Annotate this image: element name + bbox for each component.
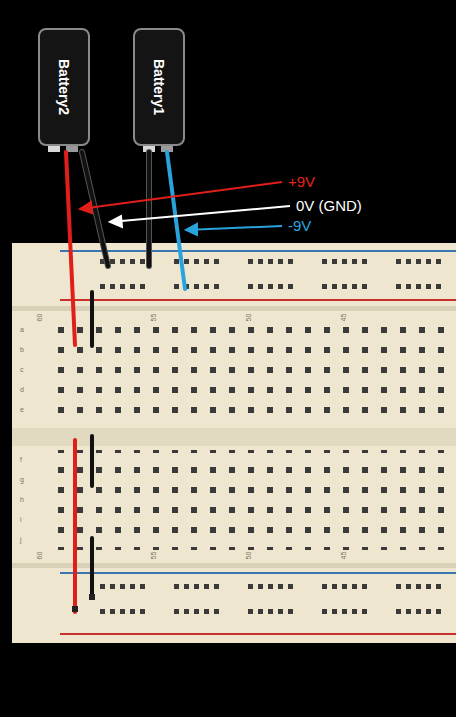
black-jumper [90,292,94,346]
battery-label: Battery2 [56,59,72,115]
column-number: 45 [340,552,347,560]
row-letter: g [20,476,24,483]
column-number: 60 [36,552,43,560]
row-letter: f [20,456,22,463]
board-groove [12,306,456,311]
voltage-label: 0V (GND) [296,198,362,213]
row-letter: d [20,386,24,393]
black-wire [147,152,151,266]
rail-line-blue [60,572,456,574]
column-number: 55 [150,314,157,322]
column-number: 50 [245,314,252,322]
red-wire [66,152,75,345]
row-letter: i [20,516,22,523]
arrowhead [110,216,122,227]
row-letter: e [20,406,24,413]
row-letter: h [20,496,24,503]
voltage-label: +9V [288,174,315,189]
battery-label: Battery1 [151,59,167,115]
row-letter: c [20,366,24,373]
wire-end [72,606,78,612]
black-jumper [90,538,94,598]
battery-body: Battery2 [38,28,90,146]
center-channel [12,428,456,446]
column-number: 55 [150,552,157,560]
rail-line-red [60,299,456,301]
column-number: 50 [245,552,252,560]
column-number: 45 [340,314,347,322]
row-letter: b [20,346,24,353]
rail-line-red [60,633,456,635]
board-groove [12,563,456,568]
black-jumper [90,436,94,486]
terminal-holes [50,320,456,420]
battery-body: Battery1 [133,28,185,146]
rail-holes [95,575,456,625]
column-number: 60 [36,314,43,322]
arrowhead [80,202,92,213]
wire-halo [146,152,152,266]
arrowhead [186,224,197,235]
red-jumper [73,440,77,612]
leader-arrow [186,226,282,230]
leader-arrow [110,206,290,222]
terminal-holes [50,450,456,550]
wire-end [89,594,95,600]
row-letter: a [20,326,24,333]
row-letter: j [20,536,22,543]
leader-arrow [80,182,282,209]
blue-wire [167,152,185,289]
voltage-label: -9V [288,218,311,233]
rail-line-blue [60,250,456,252]
breadboard [12,243,456,643]
